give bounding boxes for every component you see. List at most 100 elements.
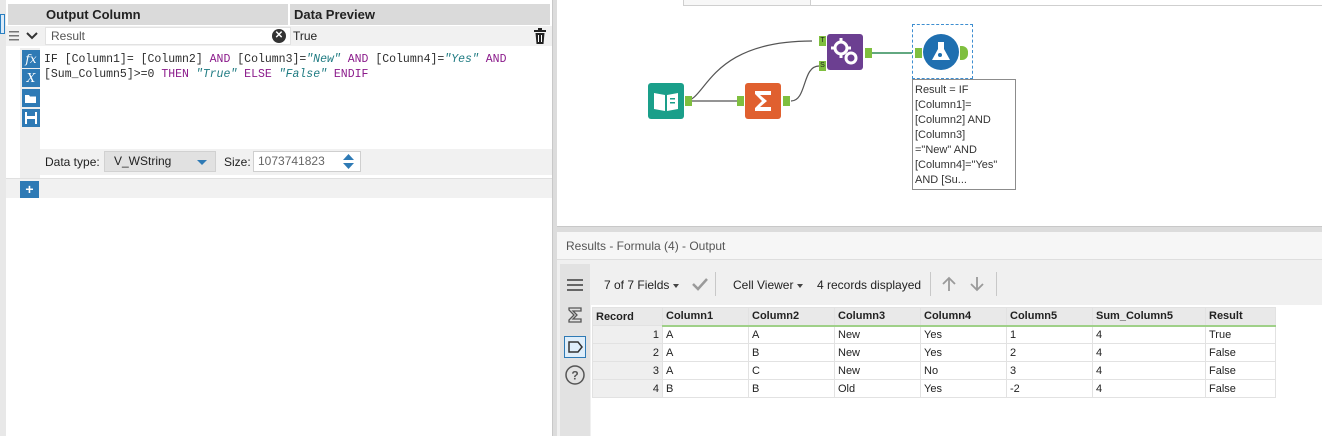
- records-displayed-text: 4 records displayed: [817, 278, 922, 292]
- table-cell[interactable]: New: [834, 325, 921, 344]
- output-anchor[interactable]: [783, 96, 790, 106]
- column-header[interactable]: Column2: [748, 307, 835, 327]
- data-preview-value: True: [293, 29, 318, 43]
- table-cell[interactable]: Yes: [920, 325, 1007, 344]
- table-cell[interactable]: False: [1205, 379, 1276, 398]
- output-anchor[interactable]: [685, 96, 692, 106]
- target-anchor[interactable]: T: [819, 36, 826, 46]
- add-expression-row: +: [6, 178, 552, 198]
- column-header[interactable]: Sum_Column5: [1092, 307, 1206, 327]
- summary-sigma-icon[interactable]: [564, 304, 586, 326]
- table-cell[interactable]: New: [834, 343, 921, 362]
- output-column-input[interactable]: Result: [45, 27, 291, 45]
- table-cell[interactable]: Yes: [920, 379, 1007, 398]
- source-anchor[interactable]: S: [819, 61, 826, 71]
- table-cell[interactable]: 4: [1092, 325, 1206, 344]
- cell-viewer-selector[interactable]: Cell Viewer: [733, 278, 804, 292]
- input-data-tool[interactable]: [648, 83, 684, 119]
- table-cell[interactable]: 3: [1006, 361, 1093, 380]
- collapse-row-chevron-icon[interactable]: [23, 26, 41, 46]
- table-cell[interactable]: False: [1205, 361, 1276, 380]
- save-icon[interactable]: [22, 109, 40, 127]
- table-cell[interactable]: A: [662, 343, 749, 362]
- table-cell[interactable]: New: [834, 361, 921, 380]
- clear-expression-icon[interactable]: X: [22, 69, 40, 87]
- clear-output-column-icon[interactable]: ✕: [272, 29, 286, 43]
- column-header-record[interactable]: Record: [592, 307, 663, 326]
- annotation-line: [Column1]=: [915, 99, 972, 111]
- function-icon[interactable]: fx: [22, 50, 40, 68]
- add-expression-button[interactable]: +: [20, 181, 39, 198]
- formula-tool[interactable]: [923, 34, 959, 70]
- results-title: Results - Formula (4) - Output: [566, 239, 726, 253]
- help-icon[interactable]: ?: [564, 364, 586, 386]
- delete-expression-trash-icon[interactable]: [533, 28, 547, 44]
- table-row[interactable]: 3 A C New No 3 4 False: [592, 361, 1276, 380]
- table-cell[interactable]: A: [748, 325, 835, 344]
- output-anchor[interactable]: [960, 46, 968, 60]
- horizontal-splitter[interactable]: [557, 226, 1322, 232]
- table-row[interactable]: 4 B B Old Yes -2 4 False: [592, 379, 1276, 398]
- workflow-canvas[interactable]: T S Result = IF [Column1]= [Column2] AND…: [557, 0, 1322, 226]
- record-number: 1: [592, 325, 663, 344]
- record-number: 2: [592, 343, 663, 362]
- edge-tab[interactable]: [0, 14, 5, 34]
- arrow-down-icon[interactable]: [969, 276, 985, 295]
- annotation-line: [Column3]: [915, 129, 966, 141]
- column-header[interactable]: Column4: [920, 307, 1007, 327]
- table-row[interactable]: 1 A A New Yes 1 4 True: [592, 325, 1276, 344]
- table-cell[interactable]: -2: [1006, 379, 1093, 398]
- data-type-select[interactable]: V_WString: [104, 151, 216, 172]
- output-column-header: Output Column: [42, 4, 288, 25]
- results-panel: Results - Formula (4) - Output ? 7 of 7 …: [557, 232, 1322, 436]
- canvas-tab[interactable]: [683, 0, 811, 6]
- vertical-splitter[interactable]: [552, 0, 557, 436]
- input-anchor[interactable]: [737, 96, 744, 106]
- column-header[interactable]: Column3: [834, 307, 921, 327]
- size-spinner-icon[interactable]: [338, 151, 359, 172]
- table-cell[interactable]: B: [748, 343, 835, 362]
- open-icon[interactable]: [22, 89, 40, 107]
- sigma-icon: [755, 91, 771, 111]
- formula-grid-header: Output Column Data Preview: [6, 4, 552, 25]
- list-view-icon[interactable]: [564, 274, 586, 296]
- append-fields-tool[interactable]: [827, 34, 863, 70]
- table-cell[interactable]: A: [662, 361, 749, 380]
- expression-editor[interactable]: IF [Column1]= [Column2] AND [Column3]="N…: [44, 52, 544, 82]
- size-input[interactable]: 1073741823: [253, 151, 361, 172]
- summarize-tool[interactable]: [745, 83, 781, 119]
- table-cell[interactable]: A: [662, 325, 749, 344]
- apply-checkmark-icon[interactable]: [691, 277, 709, 294]
- toolbar-separator: [930, 272, 931, 296]
- formula-row[interactable]: Result ✕ True: [6, 26, 552, 46]
- selection-outline: [912, 24, 973, 79]
- input-anchor[interactable]: [915, 48, 922, 58]
- table-cell[interactable]: True: [1205, 325, 1276, 344]
- table-cell[interactable]: No: [920, 361, 1007, 380]
- table-cell[interactable]: 2: [1006, 343, 1093, 362]
- column-header[interactable]: Result: [1205, 307, 1276, 327]
- column-header[interactable]: Column5: [1006, 307, 1093, 327]
- table-cell[interactable]: 1: [1006, 325, 1093, 344]
- table-cell[interactable]: 4: [1092, 379, 1206, 398]
- table-cell[interactable]: Yes: [920, 343, 1007, 362]
- table-row[interactable]: 2 A B New Yes 2 4 False: [592, 343, 1276, 362]
- annotation-line: ="New" AND: [915, 144, 977, 156]
- output-anchor[interactable]: [865, 48, 872, 58]
- table-cell[interactable]: 4: [1092, 361, 1206, 380]
- table-cell[interactable]: C: [748, 361, 835, 380]
- table-cell[interactable]: B: [662, 379, 749, 398]
- table-cell[interactable]: False: [1205, 343, 1276, 362]
- fields-dropdown-icon: [673, 283, 680, 288]
- table-cell[interactable]: Old: [834, 379, 921, 398]
- table-cell[interactable]: 4: [1092, 343, 1206, 362]
- drag-handle-icon[interactable]: [7, 26, 21, 46]
- formula-configuration-panel: Output Column Data Preview Result ✕ True…: [6, 0, 552, 436]
- column-header[interactable]: Column1: [662, 307, 749, 327]
- fields-selector[interactable]: 7 of 7 Fields: [604, 278, 680, 292]
- arrow-up-icon[interactable]: [941, 276, 957, 295]
- table-cell[interactable]: B: [748, 379, 835, 398]
- data-tag-icon[interactable]: [564, 336, 586, 358]
- data-type-value: V_WString: [114, 154, 172, 168]
- fields-label: 7 of 7 Fields: [604, 278, 670, 292]
